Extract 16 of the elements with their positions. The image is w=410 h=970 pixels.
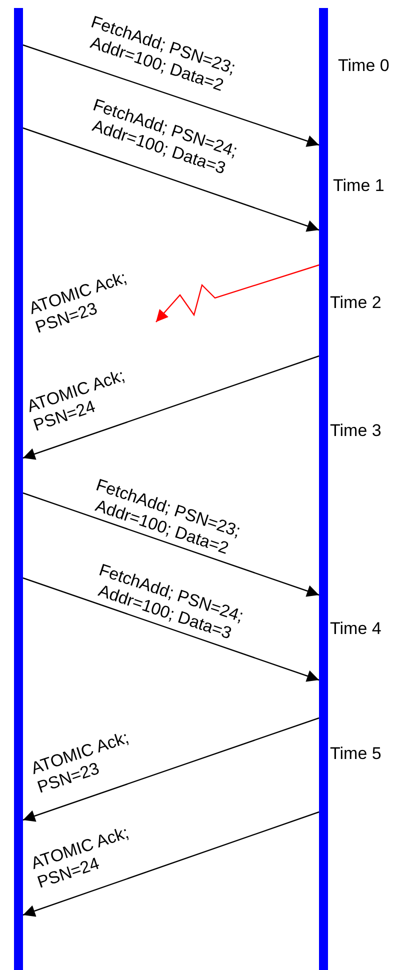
- message-arrow: [22, 717, 320, 822]
- time-label: Time 1: [333, 176, 384, 195]
- time-label: Time 5: [330, 744, 382, 763]
- time-label: Time 2: [330, 293, 382, 312]
- lifeline-bar: [14, 8, 23, 970]
- message-arrow: [22, 355, 320, 460]
- message-arrow: [22, 492, 320, 597]
- message-arrow: [22, 577, 320, 682]
- message-arrow: [22, 44, 320, 147]
- message-arrow: [22, 127, 320, 232]
- message-arrow: [22, 811, 320, 917]
- lost-message-arrow: [156, 264, 320, 322]
- time-label: Time 3: [330, 421, 382, 440]
- time-label: Time 4: [330, 619, 382, 638]
- lifeline-bar: [319, 8, 328, 970]
- time-label: Time 0: [338, 56, 390, 75]
